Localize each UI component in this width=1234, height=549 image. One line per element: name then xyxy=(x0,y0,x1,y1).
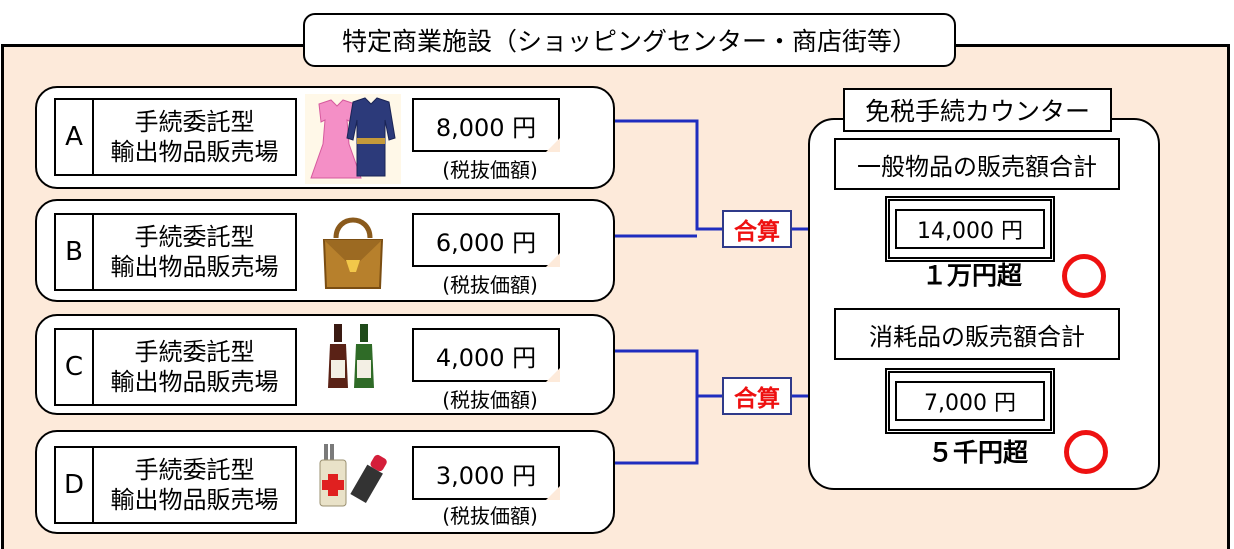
shop-a-label: 手続委託型 輸出物品販売場 xyxy=(92,98,297,176)
shop-a-tax-note: (税抜価額) xyxy=(442,158,538,182)
shop-a-id: A xyxy=(54,98,94,176)
shop-d-tax-note: (税抜価額) xyxy=(442,504,538,528)
medicine-lipstick-icon xyxy=(319,444,387,507)
general-total-box: 14,000 円 xyxy=(885,196,1055,262)
shop-c-label: 手続委託型 輸出物品販売場 xyxy=(92,328,297,406)
shop-label-line2: 輸出物品販売場 xyxy=(110,368,279,396)
consumable-ok-mark xyxy=(1064,430,1108,474)
counter-title: 免税手続カウンター xyxy=(843,88,1112,132)
consumable-threshold: ５千円超 xyxy=(928,438,1029,467)
general-threshold: １万円超 xyxy=(922,261,1023,290)
handbag-icon xyxy=(322,217,384,289)
shop-b-id: B xyxy=(54,213,94,291)
general-goods-title: 一般物品の販売額合計 xyxy=(834,138,1120,190)
shop-c-id: C xyxy=(54,328,94,406)
merge-tag-general: 合算 xyxy=(722,210,792,248)
shop-c-tax-note: (税抜価額) xyxy=(442,388,538,412)
consumable-total-box: 7,000 円 xyxy=(885,368,1055,434)
general-total-value: 14,000 円 xyxy=(895,209,1045,249)
connector-a xyxy=(569,119,722,231)
shop-b-label: 手続委託型 輸出物品販売場 xyxy=(92,213,297,291)
shop-c-price: 4,000 円 xyxy=(412,328,560,382)
shop-label-line2: 輸出物品販売場 xyxy=(110,138,279,166)
shop-label-line1: 手続委託型 xyxy=(134,338,255,366)
shop-d-price: 3,000 円 xyxy=(412,446,560,500)
clothing-icon xyxy=(305,94,401,184)
shop-b-tax-note: (税抜価額) xyxy=(442,273,538,297)
shop-label-line1: 手続委託型 xyxy=(134,223,255,251)
shop-d-label: 手続委託型 輸出物品販売場 xyxy=(92,446,297,524)
shop-label-line2: 輸出物品販売場 xyxy=(110,253,279,281)
shop-a-price: 8,000 円 xyxy=(412,98,560,152)
shop-b-price: 6,000 円 xyxy=(412,213,560,267)
merge-tag-consumable: 合算 xyxy=(722,377,792,415)
consumable-total-value: 7,000 円 xyxy=(895,381,1045,421)
shop-label-line1: 手続委託型 xyxy=(134,456,255,484)
consumable-goods-title: 消耗品の販売額合計 xyxy=(834,308,1120,360)
facility-title: 特定商業施設（ショッピングセンター・商店街等） xyxy=(303,13,956,67)
shop-label-line1: 手続委託型 xyxy=(134,108,255,136)
connector-c xyxy=(569,349,699,465)
sake-bottles-icon xyxy=(328,324,374,388)
shop-d-id: D xyxy=(54,446,94,524)
shop-label-line2: 輸出物品販売場 xyxy=(110,486,279,514)
general-ok-mark xyxy=(1062,254,1106,298)
